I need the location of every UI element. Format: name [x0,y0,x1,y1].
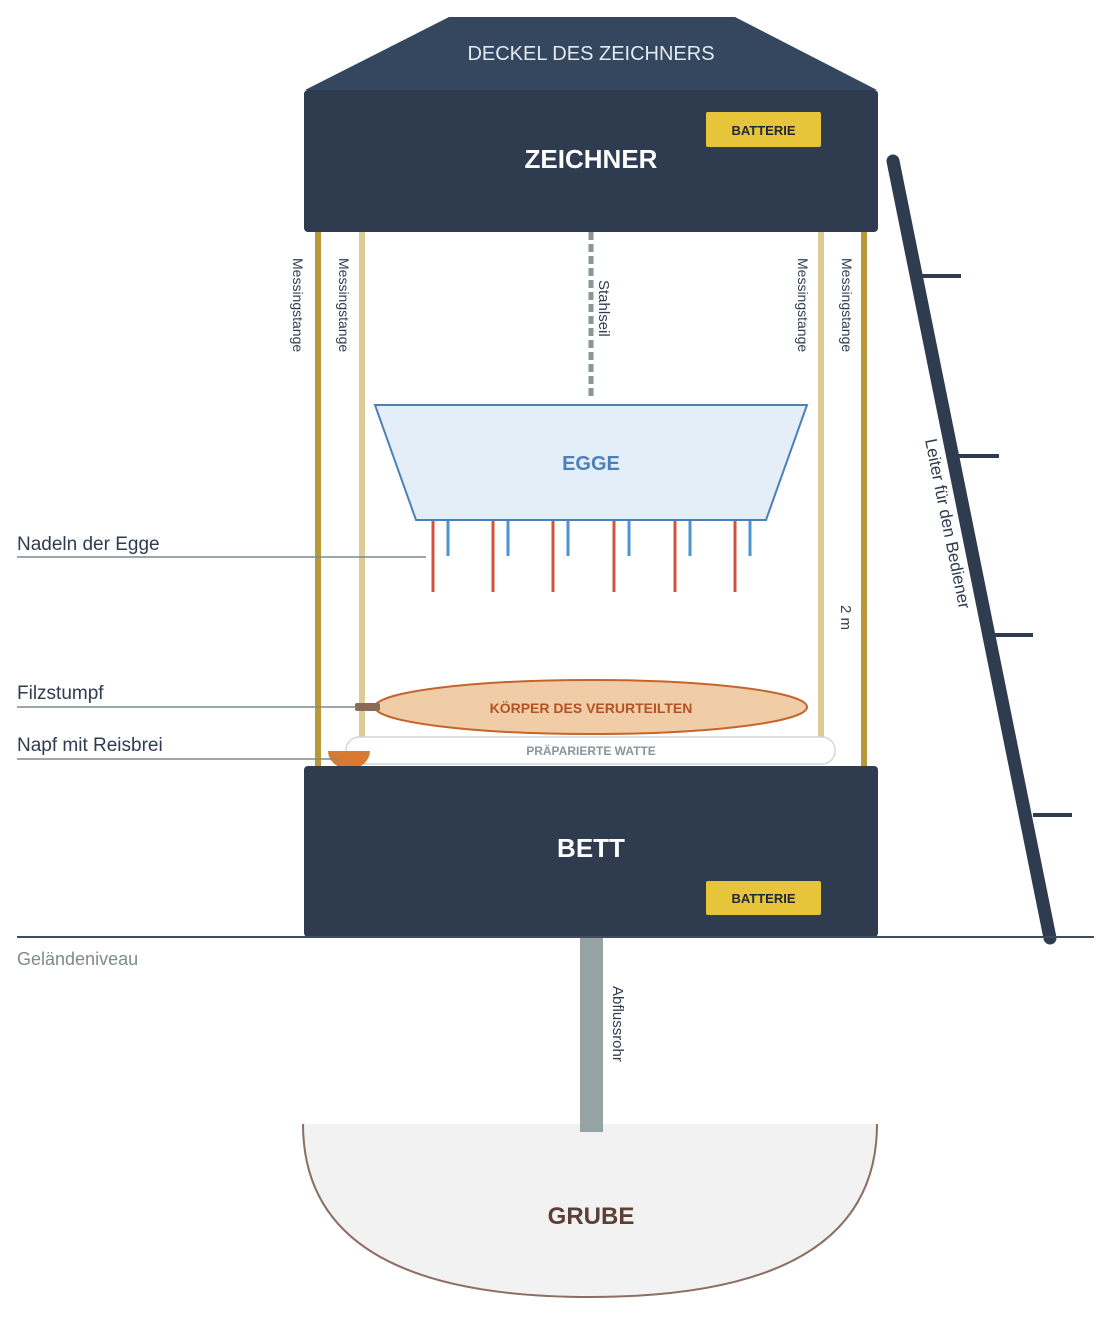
brass-rod-inner-left-label: Messingstange [336,258,352,352]
callout-felt: Filzstumpf [17,683,357,708]
designer: ZEICHNER BATTERIE [304,90,878,232]
height-label: 2 m [837,605,854,630]
designer-battery-label: BATTERIE [731,123,795,138]
callout-needles-label: Nadeln der Egge [17,534,160,555]
bed-label: BETT [557,833,625,863]
cotton-label: PRÄPARIERTE WATTE [526,743,656,758]
callout-felt-label: Filzstumpf [17,683,104,704]
callout-bowl: Napf mit Reisbrei [17,735,340,760]
lid-shape [305,17,877,90]
body: KÖRPER DES VERURTEILTEN [374,679,808,735]
drain-pipe-shape [580,934,603,1132]
drain-pipe-label: Abflussrohr [609,986,626,1062]
lid: DECKEL DES ZEICHNERS [305,17,877,90]
harrow-shape [373,404,809,521]
pit: GRUBE [302,1123,878,1299]
ground: Geländeniveau [17,936,1094,969]
designer-battery [706,112,821,147]
lid-label: DECKEL DES ZEICHNERS [467,43,714,65]
rice-bowl [328,751,370,769]
ladder-rail [886,154,1057,945]
pit-fill [303,1124,877,1297]
body-label: KÖRPER DES VERURTEILTEN [490,700,693,716]
bed-battery [706,881,821,915]
pit-outline [302,1123,878,1299]
ladder: Leiter für den Bediener [886,154,1072,945]
pit-label: GRUBE [548,1203,635,1230]
callout-bowl-label: Napf mit Reisbrei [17,735,163,756]
cotton-bed: PRÄPARIERTE WATTE [345,736,836,765]
designer-label: ZEICHNER [525,144,658,174]
steel-cable: Stahlseil [588,232,612,400]
ground-label: Geländeniveau [17,949,138,969]
brass-rod-outer-right-label: Messingstange [839,258,855,352]
felt-stump [355,703,380,711]
callout-needles: Nadeln der Egge [17,534,426,558]
bed: BETT BATTERIE [304,766,878,937]
harrow-label: EGGE [562,453,620,475]
cotton-shape [345,736,836,765]
drain-pipe: Abflussrohr [580,934,626,1132]
brass-rods: Messingstange Messingstange Messingstang… [290,232,867,768]
steel-cable-label: Stahlseil [595,280,612,337]
brass-rod-outer-left-label: Messingstange [290,258,306,352]
brass-rod-inner-right-label: Messingstange [795,258,811,352]
bed-battery-label: BATTERIE [731,891,795,906]
harrow: EGGE [373,404,809,592]
harrow-needles [431,521,752,592]
